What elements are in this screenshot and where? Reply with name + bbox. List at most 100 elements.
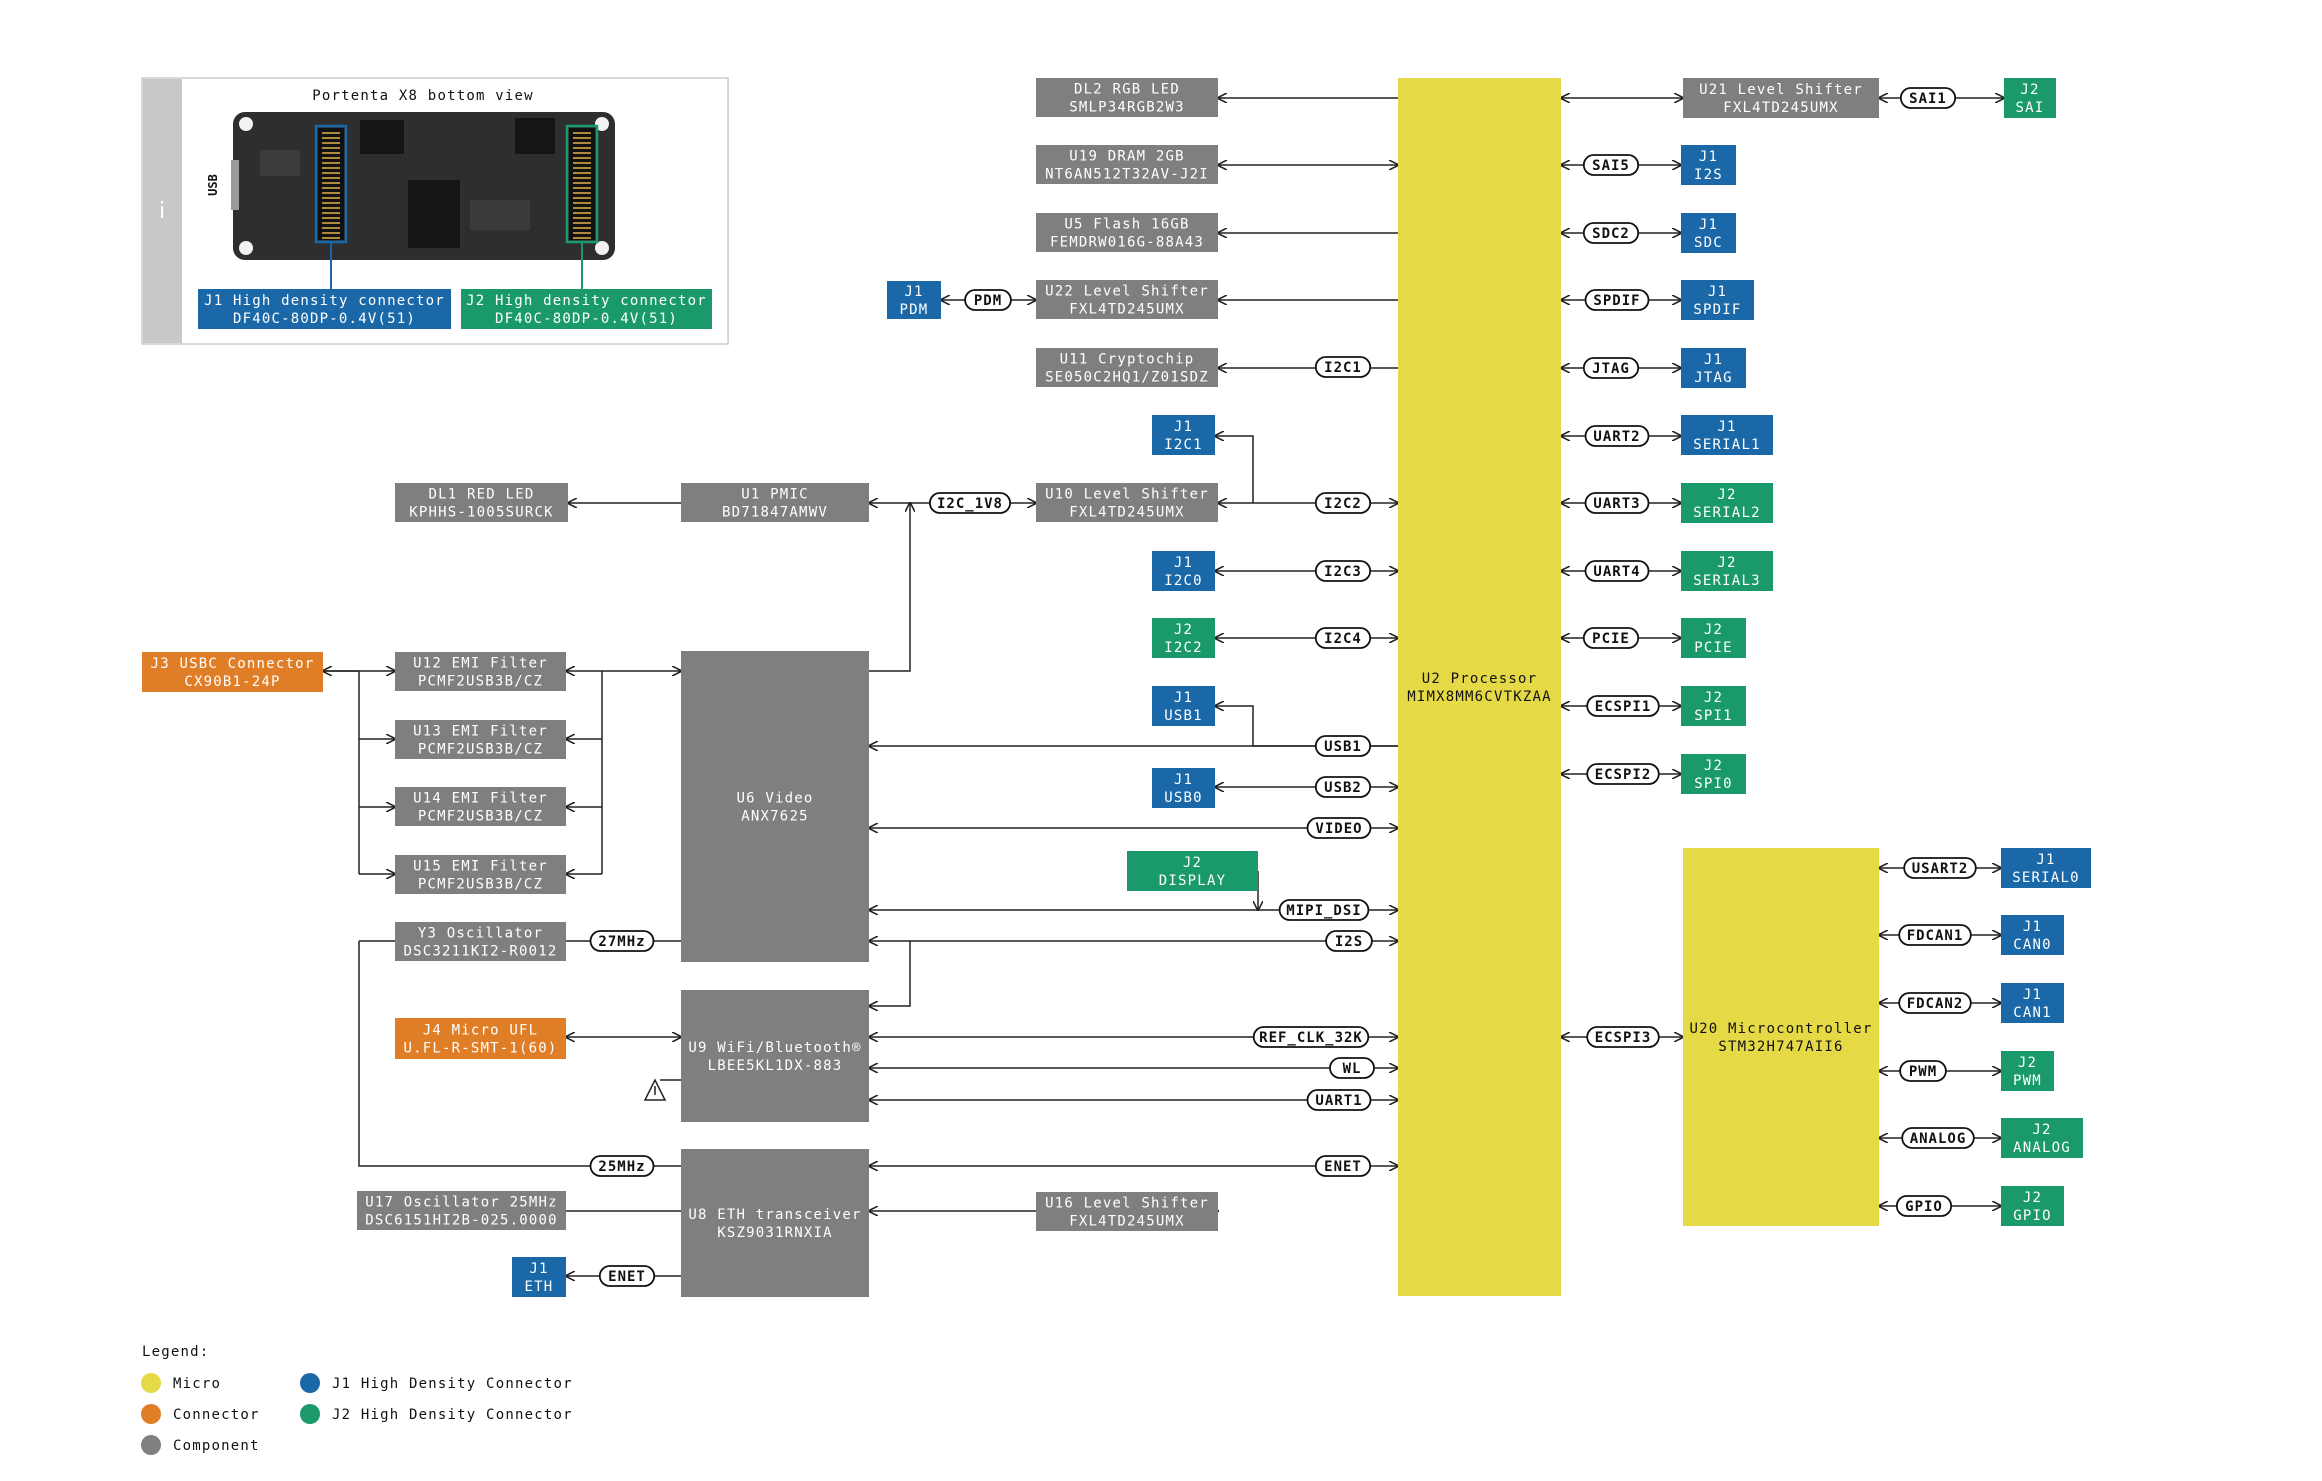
signal-label-sdc2: SDC2 xyxy=(1592,226,1630,242)
legend-item: Micro xyxy=(141,1373,220,1393)
signal-pill-pdm: PDM xyxy=(964,289,1012,311)
signal-pill-usb1: USB1 xyxy=(1314,735,1372,757)
connector-pin xyxy=(573,142,591,144)
connector-pin xyxy=(322,192,340,194)
block-j1-can1-box xyxy=(2001,983,2064,1023)
connector-pin xyxy=(573,232,591,234)
block-j3-part: CX90B1-24P xyxy=(184,674,280,690)
block-dl2-part: SMLP34RGB2W3 xyxy=(1069,100,1185,116)
signal-pill-ref-clk-outline xyxy=(1252,1026,1370,1048)
block-j3-title: J3 USBC Connector xyxy=(151,656,315,672)
block-j1-i2c1-box xyxy=(1152,415,1215,455)
block-dl1-part: KPHHS-1005SURCK xyxy=(409,505,553,521)
block-j1-can1-title: J1 xyxy=(2023,987,2042,1003)
callout-j1-line2: DF40C-80DP-0.4V(51) xyxy=(233,311,416,327)
block-j1-serial0-title: J1 xyxy=(2036,852,2055,868)
j1-callout xyxy=(198,289,451,329)
callout-j2-line2: DF40C-80DP-0.4V(51) xyxy=(495,311,678,327)
signal-pill-usart2-outline xyxy=(1903,857,1977,879)
signal-label-analog: ANALOG xyxy=(1910,1131,1967,1147)
signal-pill-gpio-outline xyxy=(1895,1195,1953,1217)
block-u14-title: U14 EMI Filter xyxy=(413,791,548,807)
connector-pin xyxy=(573,152,591,154)
block-j2-sai-part: SAI xyxy=(2016,100,2045,116)
connector-pin xyxy=(322,167,340,169)
block-j2-spi0-part: SPI0 xyxy=(1694,776,1733,792)
block-j2-serial3-title: J2 xyxy=(1717,555,1736,571)
block-j1-serial1-part: SERIAL1 xyxy=(1693,437,1760,453)
callout-j2-line1: J2 High density connector xyxy=(466,293,707,309)
block-j2-analog-part: ANALOG xyxy=(2013,1140,2071,1156)
signal-label-usb1: USB1 xyxy=(1324,739,1362,755)
signal-pill-uart1-outline xyxy=(1306,1089,1372,1111)
connector-pin xyxy=(573,212,591,214)
signal-label-fdcan1: FDCAN1 xyxy=(1907,928,1964,944)
signal-pill-27mhz: 27MHz xyxy=(589,930,655,952)
signal-pill-25mhz: 25MHz xyxy=(589,1155,655,1177)
chip xyxy=(408,180,460,248)
chip xyxy=(515,118,555,154)
signal-pill-i2c-1v8: I2C_1V8 xyxy=(929,492,1012,514)
block-j2-serial2-box xyxy=(1681,483,1773,523)
block-u11-title: U11 Cryptochip xyxy=(1060,352,1195,368)
block-u14-box xyxy=(395,787,566,826)
block-j1-jtag-title: J1 xyxy=(1704,352,1723,368)
connector-pin xyxy=(573,172,591,174)
signal-label-uart3: UART3 xyxy=(1593,496,1640,512)
connector-pin xyxy=(322,137,340,139)
signal-pill-uart3-outline xyxy=(1584,492,1650,514)
block-u21-title: U21 Level Shifter xyxy=(1699,82,1863,98)
signal-pill-jtag-outline xyxy=(1582,357,1640,379)
signal-pill-usb2-outline xyxy=(1314,776,1372,798)
block-j4-title: J4 Micro UFL xyxy=(423,1023,539,1039)
block-u16-box xyxy=(1036,1192,1218,1231)
chip xyxy=(470,200,530,230)
block-y3-title: Y3 Oscillator xyxy=(418,926,543,942)
block-j1-spdif-part: SPDIF xyxy=(1693,302,1741,318)
signal-pill-i2c1-outline xyxy=(1314,356,1372,378)
signal-pill-ecspi1-outline xyxy=(1586,695,1660,717)
legend-label: Component xyxy=(173,1438,260,1454)
block-j2-pcie-title: J2 xyxy=(1704,622,1723,638)
signal-label-sai1: SAI1 xyxy=(1909,91,1947,107)
block-j2-analog-title: J2 xyxy=(2032,1122,2051,1138)
signal-pill-uart2-outline xyxy=(1584,425,1650,447)
signal-label-video: VIDEO xyxy=(1315,821,1362,837)
block-j2-sai-title: J2 xyxy=(2020,82,2039,98)
signal-label-uart1: UART1 xyxy=(1315,1093,1362,1109)
block-j1-spdif-box xyxy=(1681,280,1754,320)
signal-pill-enet-u8: ENET xyxy=(1314,1155,1372,1177)
block-j2-pcie-part: PCIE xyxy=(1694,640,1733,656)
block-u10-box xyxy=(1036,483,1218,522)
connector-pin xyxy=(322,172,340,174)
block-j2-pwm-box xyxy=(2001,1051,2054,1091)
signal-label-jtag: JTAG xyxy=(1592,361,1630,377)
block-j2-gpio-part: GPIO xyxy=(2013,1208,2052,1224)
block-j1-can1-part: CAN1 xyxy=(2013,1005,2052,1021)
block-u1-title: U1 PMIC xyxy=(741,487,808,503)
block-u10-title: U10 Level Shifter xyxy=(1045,487,1209,503)
signal-label-27mhz: 27MHz xyxy=(598,934,645,950)
connector-pin xyxy=(573,222,591,224)
signal-pill-i2c1: I2C1 xyxy=(1314,356,1372,378)
block-j1-i2c0-box xyxy=(1152,551,1215,591)
signal-label-ecspi2: ECSPI2 xyxy=(1595,767,1652,783)
block-u14-part: PCMF2USB3B/CZ xyxy=(418,809,543,825)
block-j2-serial2-title: J2 xyxy=(1717,487,1736,503)
signal-pill-i2c4-outline xyxy=(1314,627,1372,649)
block-u9-part: LBEE5KL1DX-883 xyxy=(708,1058,843,1074)
signal-label-pdm: PDM xyxy=(974,293,1002,309)
block-u2-box xyxy=(1398,78,1561,1296)
signal-label-ref-clk: REF_CLK_32K xyxy=(1259,1030,1363,1046)
signal-pill-mipi-dsi: MIPI_DSI xyxy=(1278,899,1370,921)
block-u15-title: U15 EMI Filter xyxy=(413,859,548,875)
